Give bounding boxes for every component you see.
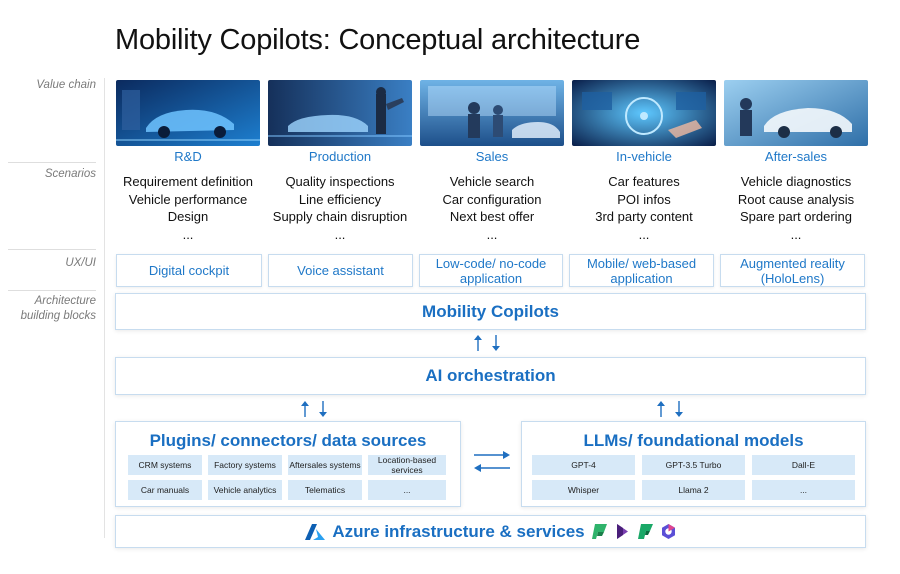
value-chain-in-vehicle: In-vehicle [616,149,672,164]
plugin-cell: Vehicle analytics [208,480,282,500]
azure-infrastructure-label: Azure infrastructure & services [332,521,585,541]
scenario-item: ... [638,226,650,242]
scenario-item: ... [486,226,498,242]
after-sales-image [724,80,868,146]
fabric-icon [591,524,607,539]
plugins-title: Plugins/ connectors/ data sources [149,431,427,450]
row-label-scenarios: Scenarios [44,168,96,180]
llm-cell: Dall-E [752,455,855,475]
scenario-item: ... [790,226,802,242]
scenario-item: Requirement definition [122,174,254,189]
scenario-item: Design [167,209,209,224]
scenario-item: Car features [608,174,680,189]
ai-orchestration-block: AI orchestration [115,357,866,395]
in-vehicle-image [572,80,716,146]
azure-logo-icon [305,523,326,540]
scenario-item: ... [334,226,346,242]
row-divider [8,162,96,163]
power-automate-icon [637,524,653,539]
power-apps-icon [616,524,628,539]
value-chain-rnd: R&D [174,149,202,164]
azure-infrastructure-block: Azure infrastructure & services [115,515,866,548]
scenario-list-in-vehicle: Car features POI infos 3rd party content… [569,173,719,243]
scenario-list-production: Quality inspections Line efficiency Supp… [265,173,415,243]
scenario-item: Next best offer [449,209,535,224]
scenario-item: 3rd party content [595,209,693,224]
llm-cell: ... [752,480,855,500]
scenario-item: Root cause analysis [737,191,855,207]
scenario-item: Vehicle diagnostics [740,174,852,189]
value-chain-production: Production [308,149,372,164]
production-image [268,80,412,146]
scenario-list-sales: Vehicle search Car configuration Next be… [417,173,567,243]
plugin-cell: Factory systems [208,455,282,475]
llm-cell: GPT-4 [532,455,635,475]
plugin-cell: CRM systems [128,455,202,475]
ux-mobile-web-application: Mobile/ web-based application [569,254,714,287]
vertical-divider [104,78,105,538]
scenario-item: Supply chain disruption [272,209,408,224]
plugin-cell: Aftersales systems [288,455,362,475]
scenario-item: POI infos [617,191,671,207]
scenario-item: Quality inspections [285,174,395,189]
llm-cell: GPT-3.5 Turbo [642,455,745,475]
ux-voice-assistant: Voice assistant [268,254,413,287]
row-divider [8,290,96,291]
row-label-architecture: Architecture building blocks [20,295,96,322]
row-label-ux-ui: UX/UI [65,257,96,269]
page-title: Mobility Copilots: Conceptual architectu… [115,24,641,56]
mobility-copilots-block: Mobility Copilots [115,293,866,330]
scenario-list-after-sales: Vehicle diagnostics Root cause analysis … [721,173,871,243]
rnd-image [116,80,260,146]
scenario-item: Spare part ordering [739,209,852,224]
scenario-item: Car configuration [442,191,542,207]
plugins-panel: Plugins/ connectors/ data sources CRM sy… [115,421,461,507]
ux-augmented-reality: Augmented reality (HoloLens) [720,254,865,287]
scenario-item: Line efficiency [298,191,382,207]
row-divider [8,249,96,250]
plugin-cell: Telematics [288,480,362,500]
sales-image [420,80,564,146]
llm-cell: Llama 2 [642,480,745,500]
bidirectional-arrows-icon [657,401,683,417]
plugin-cell: Car manuals [128,480,202,500]
scenario-item: Vehicle performance [128,191,248,207]
ux-digital-cockpit: Digital cockpit [116,254,262,287]
ux-low-code-application: Low-code/ no-code application [419,254,563,287]
llm-cell: Whisper [532,480,635,500]
scenario-list-rnd: Requirement definition Vehicle performan… [113,173,263,243]
scenario-item: ... [182,226,194,242]
scenario-item: Vehicle search [449,174,535,189]
value-chain-after-sales: After-sales [764,149,828,164]
row-label-value-chain: Value chain [36,79,96,91]
value-chain-sales: Sales [475,149,509,164]
bidirectional-arrows-icon [474,335,500,351]
bidirectional-horizontal-arrows-icon [474,451,510,472]
copilot-studio-icon [661,524,675,539]
plugin-cell: Location-based services [368,455,446,475]
llms-title: LLMs/ foundational models [583,431,804,450]
llms-panel: LLMs/ foundational models GPT-4 GPT-3.5 … [521,421,866,507]
plugin-cell: ... [368,480,446,500]
bidirectional-arrows-icon [301,401,327,417]
